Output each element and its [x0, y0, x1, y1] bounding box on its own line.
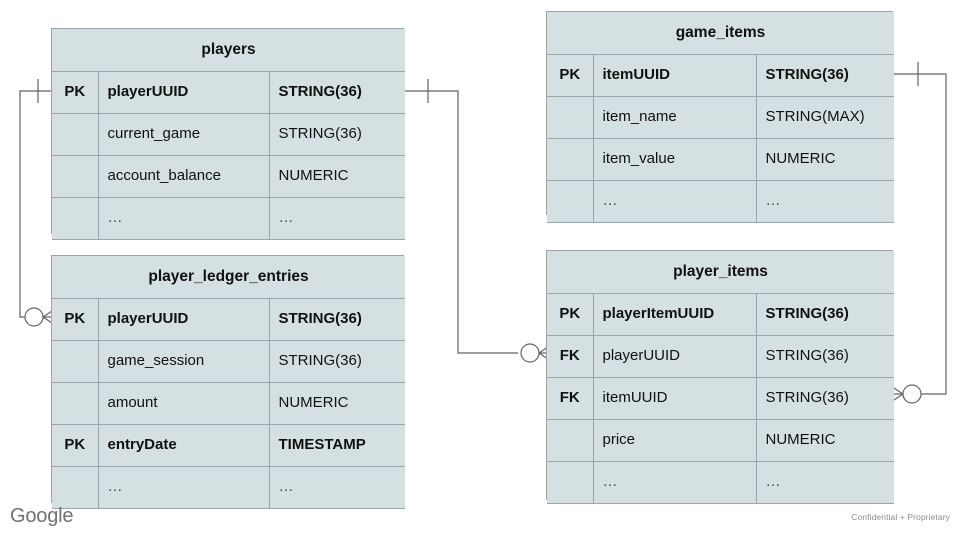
field-key-indicator: PK [547, 53, 594, 97]
field-datatype: … [755, 179, 895, 223]
field-datatype: STRING(36) [755, 334, 894, 378]
field-datatype: TIMESTAMP [268, 423, 405, 467]
entity-field-row[interactable]: …… [547, 179, 895, 223]
relationship-players-player-items[interactable] [404, 79, 555, 364]
field-name: itemUUID [592, 376, 757, 420]
field-key-indicator: FK [547, 376, 594, 420]
field-datatype: STRING(36) [755, 53, 895, 97]
field-key-indicator: FK [547, 334, 594, 378]
field-datatype: … [755, 460, 894, 504]
field-datatype: STRING(MAX) [755, 95, 895, 139]
entity-title-row: player_items [547, 251, 894, 294]
entity-name: game_items [547, 12, 895, 55]
field-key-indicator [547, 418, 594, 462]
field-datatype: STRING(36) [755, 292, 894, 336]
field-datatype: STRING(36) [268, 297, 405, 341]
field-name: playerUUID [592, 334, 757, 378]
cardinality-zero-circle [520, 343, 540, 363]
field-name: entryDate [97, 423, 270, 467]
field-name: … [97, 196, 270, 240]
confidentiality-notice: Confidential + Proprietary [851, 512, 950, 522]
field-name: … [97, 465, 270, 509]
entity-name: player_items [547, 251, 894, 294]
field-name: price [592, 418, 757, 462]
field-datatype: STRING(36) [268, 70, 406, 114]
connector-line [19, 90, 51, 318]
field-name: … [592, 460, 757, 504]
entity-field-row[interactable]: …… [52, 465, 405, 509]
field-datatype: NUMERIC [268, 154, 406, 198]
field-datatype: STRING(36) [755, 376, 894, 420]
field-key-indicator: PK [547, 292, 594, 336]
field-key-indicator [52, 381, 99, 425]
field-datatype: … [268, 196, 406, 240]
field-datatype: … [268, 465, 405, 509]
field-key-indicator [52, 339, 99, 383]
entity-field-row[interactable]: …… [52, 196, 406, 240]
google-wordmark: Google [10, 505, 74, 527]
field-name: amount [97, 381, 270, 425]
field-key-indicator [547, 460, 594, 504]
field-datatype: STRING(36) [268, 112, 406, 156]
entity-title-row: players [52, 29, 406, 72]
field-name: playerItemUUID [592, 292, 757, 336]
field-key-indicator [52, 465, 99, 509]
field-key-indicator [52, 196, 99, 240]
field-datatype: STRING(36) [268, 339, 405, 383]
field-key-indicator: PK [52, 70, 99, 114]
field-name: playerUUID [97, 70, 270, 114]
entity-title-row: game_items [547, 12, 895, 55]
field-name: item_name [592, 95, 757, 139]
field-key-indicator [547, 137, 594, 181]
entity-title-row: player_ledger_entries [52, 256, 405, 299]
connector-line [404, 90, 518, 354]
field-name: account_balance [97, 154, 270, 198]
field-name: playerUUID [97, 297, 270, 341]
field-key-indicator [52, 154, 99, 198]
field-name: itemUUID [592, 53, 757, 97]
relationship-game-items-player-items[interactable] [887, 62, 947, 405]
field-datatype: NUMERIC [755, 418, 894, 462]
field-datatype: NUMERIC [755, 137, 895, 181]
field-key-indicator: PK [52, 297, 99, 341]
relationship-players-player-ledger-entries[interactable] [19, 79, 59, 328]
field-name: current_game [97, 112, 270, 156]
entity-name: players [52, 29, 406, 72]
field-name: … [592, 179, 757, 223]
field-datatype: NUMERIC [268, 381, 405, 425]
field-name: item_value [592, 137, 757, 181]
entity-name: player_ledger_entries [52, 256, 405, 299]
entity-field-row[interactable]: …… [547, 460, 894, 504]
connector-line [893, 73, 947, 395]
field-name: game_session [97, 339, 270, 383]
cardinality-zero-circle [24, 307, 44, 327]
field-key-indicator: PK [52, 423, 99, 467]
field-key-indicator [547, 179, 594, 223]
field-key-indicator [52, 112, 99, 156]
cardinality-zero-circle [902, 384, 922, 404]
field-key-indicator [547, 95, 594, 139]
